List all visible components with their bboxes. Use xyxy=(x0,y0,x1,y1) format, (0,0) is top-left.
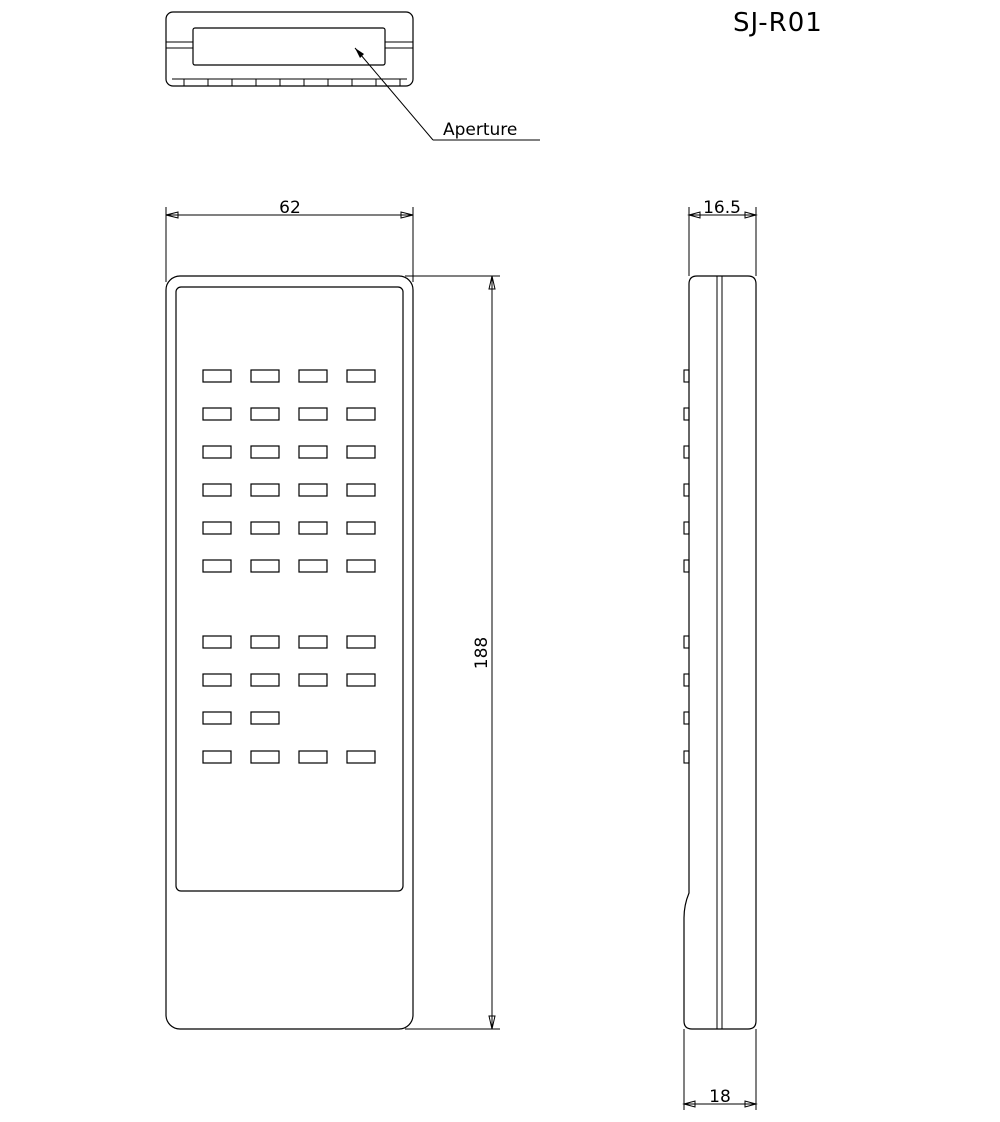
button-r10-c1 xyxy=(202,750,232,764)
button-r3-c4 xyxy=(346,445,376,459)
button-r6-c2 xyxy=(250,559,280,573)
button-r7-c4 xyxy=(346,635,376,649)
side-button-9 xyxy=(683,711,690,725)
model-title: SJ-R01 xyxy=(733,8,823,38)
height-dim-label: 188 xyxy=(472,637,492,669)
button-r8-c3 xyxy=(298,673,328,687)
button-r10-c4 xyxy=(346,750,376,764)
aperture-window xyxy=(192,27,386,66)
button-r5-c1 xyxy=(202,521,232,535)
button-r5-c4 xyxy=(346,521,376,535)
button-r2-c2 xyxy=(250,407,280,421)
side-button-10 xyxy=(683,750,690,764)
bottom-depth-label: 18 xyxy=(709,1087,731,1107)
button-r9-c1 xyxy=(202,711,232,725)
top-view-ticks xyxy=(183,79,401,86)
button-r7-c3 xyxy=(298,635,328,649)
side-button-2 xyxy=(683,407,690,421)
button-r4-c3 xyxy=(298,483,328,497)
button-r2-c4 xyxy=(346,407,376,421)
button-r1-c1 xyxy=(202,369,232,383)
aperture-label: Aperture xyxy=(443,120,517,140)
width-arrow-right xyxy=(400,211,414,219)
side-body-outline xyxy=(683,275,757,1030)
button-r1-c3 xyxy=(298,369,328,383)
top-depth-arrow-left xyxy=(687,211,701,219)
button-r4-c1 xyxy=(202,483,232,497)
button-r6-c4 xyxy=(346,559,376,573)
button-r8-c2 xyxy=(250,673,280,687)
button-r3-c1 xyxy=(202,445,232,459)
side-button-8 xyxy=(683,673,690,687)
width-dim-label: 62 xyxy=(279,198,301,218)
side-button-7 xyxy=(683,635,690,649)
remote-body xyxy=(165,275,414,1030)
aperture-leader xyxy=(354,47,434,141)
button-r7-c1 xyxy=(202,635,232,649)
button-r6-c3 xyxy=(298,559,328,573)
button-r3-c2 xyxy=(250,445,280,459)
bottom-depth-arrow-left xyxy=(682,1100,696,1108)
side-button-3 xyxy=(683,445,690,459)
button-r1-c2 xyxy=(250,369,280,383)
side-button-1 xyxy=(683,369,690,383)
button-r3-c3 xyxy=(298,445,328,459)
button-r1-c4 xyxy=(346,369,376,383)
button-r6-c1 xyxy=(202,559,232,573)
top-depth-arrow-right xyxy=(744,211,758,219)
side-view: 16.5 18 xyxy=(682,198,758,1110)
button-r4-c2 xyxy=(250,483,280,497)
side-button-6 xyxy=(683,559,690,573)
side-button-column xyxy=(683,369,690,764)
front-button-grid xyxy=(202,369,376,764)
button-r5-c3 xyxy=(298,521,328,535)
button-r8-c4 xyxy=(346,673,376,687)
top-depth-label: 16.5 xyxy=(703,198,741,218)
top-view: Aperture xyxy=(165,11,540,141)
button-r10-c3 xyxy=(298,750,328,764)
button-r10-c2 xyxy=(250,750,280,764)
width-arrow-left xyxy=(165,211,179,219)
button-panel xyxy=(175,286,404,892)
front-view: 62 188 xyxy=(165,198,500,1030)
button-r2-c3 xyxy=(298,407,328,421)
height-arrow-top xyxy=(488,275,496,290)
button-r2-c1 xyxy=(202,407,232,421)
button-r7-c2 xyxy=(250,635,280,649)
button-r8-c1 xyxy=(202,673,232,687)
bottom-depth-arrow-right xyxy=(744,1100,758,1108)
button-r4-c4 xyxy=(346,483,376,497)
button-r9-c2 xyxy=(250,711,280,725)
button-r5-c2 xyxy=(250,521,280,535)
side-button-4 xyxy=(683,483,690,497)
side-button-5 xyxy=(683,521,690,535)
height-arrow-bottom xyxy=(488,1015,496,1030)
aperture-arrow xyxy=(355,48,364,58)
top-view-outline xyxy=(165,11,414,87)
